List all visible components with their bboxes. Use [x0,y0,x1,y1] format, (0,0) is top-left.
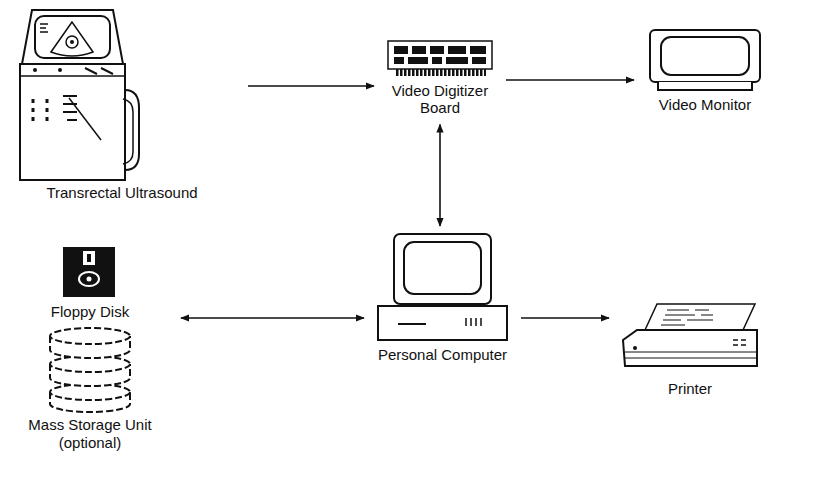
mass-storage-icon [5,322,175,414]
flow-arrow [521,317,609,319]
device-node: Video Digitizer Board [380,38,500,119]
device-label: Video Digitizer Board [380,80,500,119]
device-label: Transrectal Ultrasound [46,182,197,203]
device-label: Floppy Disk [51,301,129,322]
flow-arrow [506,79,634,81]
device-node: Printer [615,300,765,399]
video-monitor-icon [640,28,770,94]
flow-arrow [181,317,364,319]
device-node: Transrectal Ultrasound [2,4,242,203]
floppy-disk-icon [5,245,175,301]
printer-icon [615,300,765,378]
device-label: Personal Computer [378,344,507,365]
flow-arrow [439,125,441,227]
device-node: Personal Computer [370,232,515,365]
ultrasound-machine-icon [5,4,240,182]
device-node: Video Monitor [640,28,770,115]
device-label: Video Monitor [659,94,751,115]
flow-arrow [248,85,374,87]
storage-node: Floppy DiskMass Storage Unit (optional) [5,245,175,453]
device-label: Printer [668,378,712,399]
digitizer-board-icon [380,38,500,80]
personal-computer-icon [370,232,515,344]
device-label: Mass Storage Unit (optional) [5,414,175,453]
